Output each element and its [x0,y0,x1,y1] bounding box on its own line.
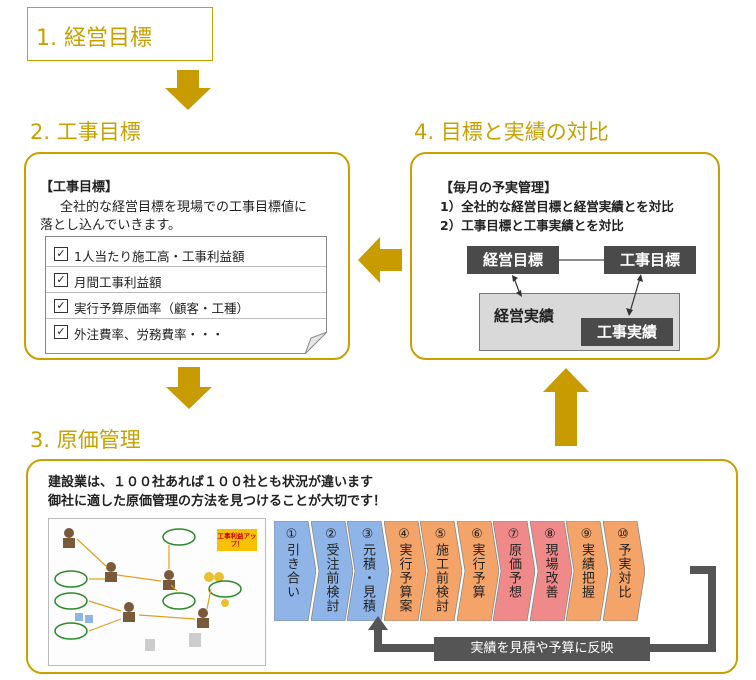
illustration-graphic [54,528,242,651]
step2-desc-line2: 落とし込んでいきます。 [40,218,182,233]
profit-up-badge: 工事利益アップ！ [217,529,257,551]
process-step: ④実行予算案 [383,521,426,621]
step-label: ②受注前検討 [323,527,339,613]
feedback-loop [368,566,716,652]
step-label: ③元積・見積 [360,527,375,613]
step-label: ⑥実行予算 [469,527,485,599]
process-step: ①引き合い [274,521,316,621]
step-chevron-shape [274,521,316,621]
management-target-box: 1. 経営目標 [27,7,213,61]
management-target-label: 経営目標 [467,246,559,274]
checklist-label: 1人当たり施工高・工事利益額 [74,249,245,264]
step-chevron-shape [347,521,389,621]
step3-title: 3. 原価管理 [30,428,141,452]
step4-heading: 【毎月の予実管理】 [440,181,558,196]
step1-title: 1. 経営目標 [36,26,152,51]
step-chevron-shape [602,521,645,621]
process-step: ⑤施工前検討 [420,521,462,621]
process-step: ②受注前検討 [310,521,353,621]
down-arrow-1 [165,70,211,110]
list-item: ✓ 1人当たり施工高・工事利益額 [46,243,326,267]
step-label: ⑦原価予想 [506,527,521,599]
process-step: ⑦原価予想 [493,521,535,621]
checklist-label: 実行予算原価率（顧客・工種） [74,301,250,316]
step-chevron-shape [493,521,535,621]
process-step: ⑩予実対比 [602,521,645,621]
checklist-label: 月間工事利益額 [74,275,162,290]
checklist-label: 外注費率、労務費率・・・ [74,327,225,342]
step-chevron-shape [566,521,608,621]
checkbox-icon: ✓ [54,247,68,261]
work-result-label: 工事実績 [581,318,673,346]
relation-lines [512,259,643,316]
process-step: ⑨実績把握 [566,521,608,621]
up-arrow [543,368,589,446]
step-chevron-shape [383,521,426,621]
management-result-label: 経営実績 [494,307,555,325]
step-label: ⑩予実対比 [615,527,631,599]
checkbox-icon: ✓ [54,325,68,339]
checkbox-icon: ✓ [54,273,68,287]
step-chevron-shape [310,521,353,621]
step4-item1: 1）全社的な経営目標と経営実績とを対比 [440,199,674,214]
step2-desc-line1: 全社的な経営目標を現場での工事目標値に [60,200,308,215]
work-target-label: 工事目標 [604,246,696,274]
list-item: ✓ 実行予算原価率（顧客・工種） [46,295,326,319]
down-arrow-2 [166,367,212,409]
step-chevron-shape [529,521,572,621]
step-label: ⑨実績把握 [579,527,594,599]
list-item: ✓ 外注費率、労務費率・・・ [46,321,326,345]
step-chevron-shape [420,521,462,621]
checkbox-icon: ✓ [54,299,68,313]
step2-title: 2. 工事目標 [30,120,141,144]
step-label: ①引き合い [284,527,299,599]
process-step: ⑧現場改善 [529,521,572,621]
step2-heading: 【工事目標】 [40,180,119,195]
page-curl-icon [305,332,327,354]
workflow-illustration: 工事利益アップ！ [48,518,266,666]
step4-item2: 2）工事目標と工事実績とを対比 [440,218,624,233]
target-checklist: ✓ 1人当たり施工高・工事利益額 ✓ 月間工事利益額 ✓ 実行予算原価率（顧客・… [45,236,327,354]
step3-line2: 御社に適した原価管理の方法を見つけることが大切です！ [48,494,387,509]
step-label: ④実行予算案 [396,527,412,613]
process-step: ⑥実行予算 [456,521,499,621]
step-label: ⑤施工前検討 [433,527,448,613]
process-step: ③元積・見積 [347,521,389,621]
feedback-label: 実績を見積や予算に反映 [434,637,650,661]
list-item: ✓ 月間工事利益額 [46,269,326,293]
step-label: ⑧現場改善 [542,527,558,599]
left-arrow [358,237,402,283]
step3-line1: 建設業は、１００社あれば１００社とも状況が違います [48,475,374,490]
step-chevron-shape [456,521,499,621]
step4-title: 4. 目標と実績の対比 [414,120,609,144]
